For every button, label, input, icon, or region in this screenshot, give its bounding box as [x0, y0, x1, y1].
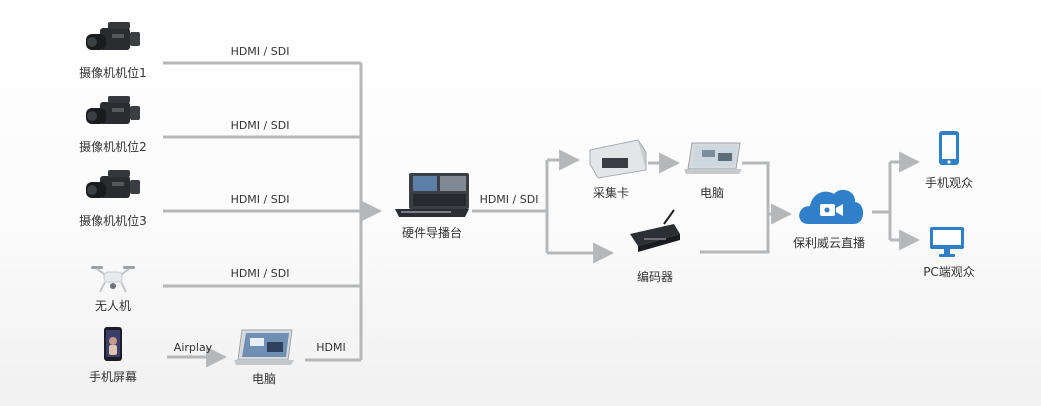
node-label-camera-2: 摄像机机位2 — [79, 140, 147, 154]
camcorder-icon — [86, 96, 140, 124]
node-label-laptop: 电脑 — [251, 372, 277, 386]
node-label-switcher: 硬件导播台 — [401, 226, 463, 240]
camcorder-icon — [86, 170, 140, 198]
node-label-camera-1: 摄像机机位1 — [79, 66, 147, 80]
edge-label-hdmi: HDMI — [316, 341, 346, 354]
node-label-mobile-viewer: 手机观众 — [924, 176, 974, 190]
line-encoder-out — [700, 214, 770, 254]
node-label-drone: 无人机 — [94, 299, 132, 313]
edge-label-drone: HDMI / SDI — [230, 267, 290, 280]
node-label-cloud: 保利威云直播 — [792, 236, 866, 250]
node-label-camera-3: 摄像机机位3 — [79, 214, 147, 228]
capture-card-icon — [589, 139, 647, 179]
cloud-live-icon — [799, 189, 864, 224]
edge-label-camera-1: HDMI / SDI — [230, 45, 290, 58]
node-label-capture-card: 采集卡 — [592, 186, 630, 200]
edge-label-camera-2: HDMI / SDI — [230, 119, 290, 132]
encoder-icon — [630, 209, 680, 252]
mobile-viewer-icon — [939, 131, 959, 165]
hardware-switcher-icon — [395, 173, 469, 217]
camcorder-icon — [86, 22, 140, 50]
node-label-capture-pc: 电脑 — [699, 186, 725, 200]
computer-icon — [684, 142, 742, 174]
node-label-encoder: 编码器 — [636, 270, 674, 284]
pc-viewer-icon — [930, 227, 964, 257]
edge-label-camera-3: HDMI / SDI — [230, 193, 290, 206]
line-pc-out — [742, 161, 770, 214]
edge-label-airplay: Airplay — [173, 341, 213, 354]
laptop-icon — [234, 329, 294, 365]
connectors — [163, 61, 921, 368]
node-label-pc-viewer: PC端观众 — [923, 265, 975, 279]
node-label-phone: 手机屏幕 — [88, 370, 138, 384]
smartphone-icon — [104, 327, 122, 361]
edge-label-switcher-out: HDMI / SDI — [479, 193, 539, 206]
drone-icon — [91, 266, 135, 293]
